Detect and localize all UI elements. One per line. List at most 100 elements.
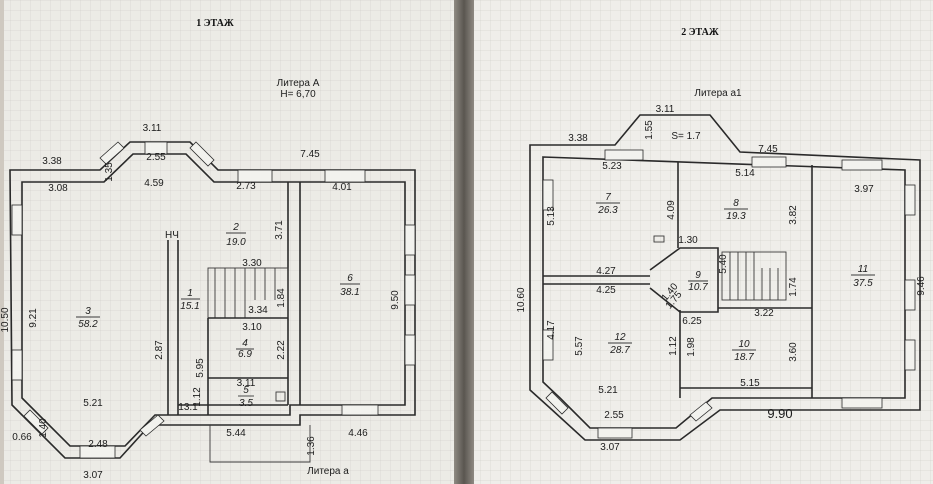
- dim-label: 3.97: [854, 184, 874, 195]
- dim-label: 10.60: [516, 287, 527, 312]
- dim-label: 4.46: [348, 428, 368, 439]
- dim-label: 4.01: [332, 182, 352, 193]
- dim-label: 3.34: [248, 305, 268, 316]
- dim-label: 5.57: [574, 336, 585, 356]
- dim-label: 2.87: [154, 340, 165, 360]
- dim-label: НЧ: [165, 230, 179, 241]
- floor1-room-3: 3 58.2: [76, 306, 100, 330]
- floor1-room-6: 6 38.1: [340, 273, 360, 298]
- dim-label: 0.66: [12, 432, 32, 443]
- dim-label: 2.73: [236, 181, 256, 192]
- dim-label: 4.25: [596, 285, 616, 296]
- svg-text:10.7: 10.7: [688, 282, 708, 293]
- dim-label: 4.09: [666, 200, 677, 220]
- svg-text:9: 9: [695, 270, 701, 281]
- dim-label: 3.38: [568, 133, 588, 144]
- dim-label: 1.40: [38, 418, 49, 438]
- svg-text:1: 1: [187, 288, 193, 299]
- dim-label: 5.21: [598, 385, 618, 396]
- floor1-room-2: 2 19.0: [226, 222, 246, 248]
- svg-text:4: 4: [242, 338, 248, 349]
- dim-label: 10.50: [0, 307, 11, 332]
- dim-label: 4.27: [596, 266, 616, 277]
- dim-label: 5.15: [740, 378, 760, 389]
- dim-label: 2.55: [146, 152, 166, 163]
- dim-label: 2.22: [276, 340, 287, 360]
- dim-label: 4.17: [546, 320, 557, 340]
- dim-label: 3.82: [788, 205, 799, 225]
- svg-text:5: 5: [243, 385, 249, 396]
- dim-label: 3.60: [788, 342, 799, 362]
- dim-label: 7.45: [300, 149, 320, 160]
- floor1-height-label: Н= 6,70: [280, 89, 316, 100]
- dim-label: 5.21: [83, 398, 103, 409]
- svg-text:2: 2: [232, 222, 239, 233]
- dim-label: 1.55: [644, 120, 655, 140]
- dim-label: 3.22: [754, 308, 774, 319]
- svg-text:11: 11: [858, 264, 868, 275]
- dim-label: 3.07: [600, 442, 620, 453]
- dim-label: 9.46: [916, 276, 927, 296]
- dim-label: 5.23: [602, 161, 622, 172]
- floor1-litera-main: Литера А: [277, 78, 320, 89]
- svg-text:10: 10: [738, 339, 750, 350]
- svg-text:3: 3: [85, 306, 91, 317]
- dim-label: 6.25: [682, 316, 702, 327]
- dim-label: 1.12: [668, 336, 679, 356]
- dim-label: 1.36: [306, 436, 317, 456]
- dim-label: 5.14: [735, 168, 755, 179]
- floor2-room-7: 7 26.3: [596, 192, 620, 216]
- dim-label: 1.74: [788, 277, 799, 297]
- dim-label: 3.07: [83, 470, 103, 481]
- svg-text:28.7: 28.7: [609, 345, 630, 356]
- svg-text:38.1: 38.1: [340, 287, 359, 298]
- dim-label: 3.71: [274, 220, 285, 240]
- floor2-bay-label: S= 1.7: [671, 131, 701, 142]
- dim-label: 3.08: [48, 183, 68, 194]
- dim-label: 3.11: [143, 123, 162, 134]
- dim-label: 1.98: [686, 337, 697, 357]
- svg-text:12: 12: [614, 332, 626, 343]
- dim-label: 7.45: [758, 144, 778, 155]
- dim-label: 4.59: [144, 178, 164, 189]
- svg-text:7: 7: [605, 192, 611, 203]
- floor2-plan: [529, 114, 921, 441]
- svg-text:19.3: 19.3: [726, 211, 746, 222]
- floor2-room-10: 10 18.7: [732, 339, 756, 363]
- floor1-room-4: 4 6.9: [236, 338, 254, 360]
- dim-label: 5.13: [546, 206, 557, 226]
- dim-label: 2.55: [604, 410, 624, 421]
- floor2-room-8: 8 19.3: [724, 198, 748, 222]
- book-gutter: [454, 0, 474, 484]
- svg-text:6.9: 6.9: [238, 349, 252, 360]
- dim-label: 5.40: [718, 254, 729, 274]
- floor2-room-11: 11 37.5: [851, 264, 875, 289]
- svg-text:19.0: 19.0: [226, 237, 246, 248]
- dim-label: 3.30: [242, 258, 262, 269]
- dim-label: 5.44: [226, 428, 246, 439]
- floor1-litera-annex: Литера а: [307, 466, 349, 477]
- dim-label: 1.35: [104, 162, 115, 182]
- floor1-room-5: 5 3.5: [238, 385, 254, 409]
- floor2-room-9: 9 10.7: [688, 270, 708, 293]
- dim-label: 2.48: [88, 439, 108, 450]
- svg-text:15.1: 15.1: [180, 301, 199, 312]
- svg-text:18.7: 18.7: [734, 352, 754, 363]
- floor1-plan: [9, 141, 416, 463]
- dim-label: 3.11: [656, 104, 675, 115]
- floor1-dimensions: 3.11 2.55 3.38 1.35 4.59 3.08 2.73 7.45 …: [0, 123, 401, 481]
- dim-label: 3.10: [242, 322, 262, 333]
- svg-text:26.3: 26.3: [597, 205, 618, 216]
- floor2-title: 2 ЭТАЖ: [681, 27, 719, 38]
- dim-label: 3.38: [42, 156, 62, 167]
- dim-label: 1.12: [192, 387, 203, 407]
- left-page-grid: [4, 0, 454, 484]
- dim-label: 1.84: [276, 288, 287, 308]
- svg-text:37.5: 37.5: [853, 278, 873, 289]
- dim-label: 13.1: [178, 402, 198, 413]
- dim-label: 3.11: [237, 378, 256, 389]
- floor1-room-1: 1 15.1: [180, 288, 200, 312]
- svg-text:58.2: 58.2: [78, 319, 98, 330]
